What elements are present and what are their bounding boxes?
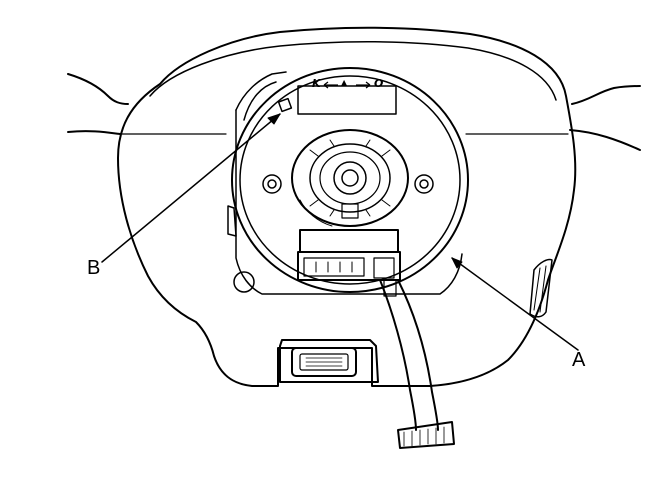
center-hub: [291, 129, 409, 227]
label-window: [297, 85, 397, 115]
bottom-connector-socket: [279, 339, 379, 383]
mounting-bolt-right: [414, 174, 434, 194]
callout-label-a: A: [572, 349, 586, 371]
left-spoke: [67, 73, 129, 135]
callout-leader-b: [101, 113, 281, 263]
mounting-bolt-left: [262, 174, 282, 194]
callout-label-b: B: [87, 257, 101, 279]
clock-spring-connector: [297, 229, 401, 281]
airbag-pad-outline: [117, 26, 577, 387]
callout-leader-a: [451, 257, 579, 351]
wire-harness: [379, 279, 455, 449]
clock-spring-mark-center: ▲: [341, 78, 348, 87]
right-spoke: [569, 85, 641, 151]
alignment-mark: [277, 97, 293, 113]
clock-spring-mark-right: O: [374, 77, 384, 90]
clock-spring-mark-left: K: [312, 77, 321, 90]
clock-spring: [231, 67, 469, 295]
